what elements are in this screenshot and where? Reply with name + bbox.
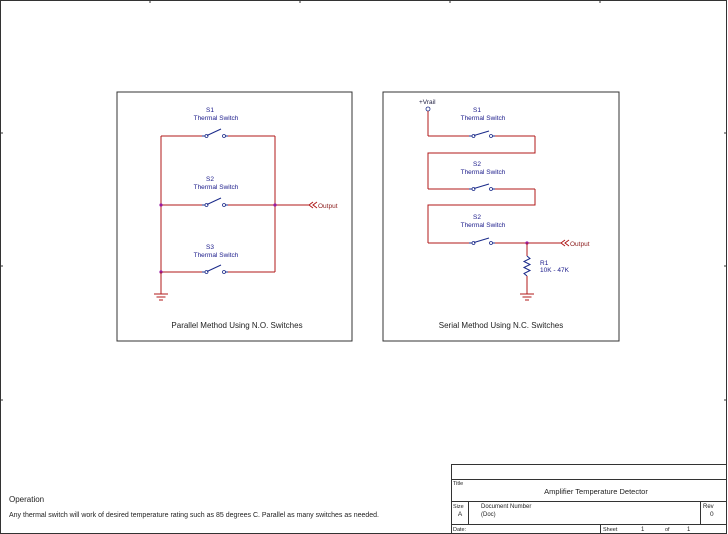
- rev-value: 0: [710, 511, 714, 518]
- switch-name: Thermal Switch: [461, 115, 506, 122]
- rev-label: Rev: [703, 504, 714, 510]
- switch-name: Thermal Switch: [461, 222, 506, 229]
- switch-ref: S1: [206, 107, 214, 114]
- serial-frame: [382, 91, 620, 342]
- switch-ref: S3: [206, 244, 214, 251]
- switch-name: Thermal Switch: [461, 169, 506, 176]
- output-label: Output: [570, 241, 590, 248]
- switch-s3: [202, 264, 228, 274]
- title-block: Title Amplifier Temperature Detector Siz…: [451, 464, 727, 534]
- output-port-icon: [308, 201, 318, 209]
- title-value: Amplifier Temperature Detector: [544, 487, 648, 496]
- switch-s1: [469, 130, 495, 138]
- parallel-frame: [116, 91, 353, 342]
- switch-s2: [469, 183, 495, 191]
- serial-diagram: +Vrail S1 Thermal Switch S2 Thermal Swit…: [382, 91, 620, 342]
- output-port-icon: [560, 239, 570, 247]
- wire: [427, 136, 536, 189]
- wire: [427, 189, 536, 243]
- switch-ref: S2: [206, 176, 214, 183]
- resistor-value: 10K - 47K: [540, 267, 570, 274]
- docnum-value: (Doc): [481, 512, 496, 518]
- switch-s1: [202, 128, 228, 138]
- docnum-label: Document Number: [481, 504, 531, 510]
- switch-ref: S2: [473, 161, 481, 168]
- switch-name: Thermal Switch: [194, 184, 239, 191]
- title-label: Title: [453, 481, 463, 487]
- date-label: Date:: [453, 527, 467, 533]
- sheet-value: 1: [641, 527, 645, 533]
- parallel-caption: Parallel Method Using N.O. Switches: [171, 321, 302, 330]
- rail-connector-icon: [425, 106, 431, 112]
- title-block-frame: [451, 464, 727, 534]
- switch-ref: S1: [473, 107, 481, 114]
- ground-icon: [154, 272, 168, 301]
- of-label: of: [665, 527, 670, 533]
- resistor-ref: R1: [540, 260, 549, 267]
- switch-name: Thermal Switch: [194, 252, 239, 259]
- rail-label: +Vrail: [419, 99, 436, 106]
- size-value: A: [458, 511, 463, 518]
- switch-name: Thermal Switch: [194, 115, 239, 122]
- ground-icon: [520, 293, 534, 301]
- junction-dot: [159, 203, 163, 207]
- resistor-r1: [522, 255, 532, 277]
- size-label: Size: [453, 504, 464, 510]
- switch-ref: S2: [473, 214, 481, 221]
- parallel-diagram: S1 Thermal Switch S2 Thermal Switch Outp…: [116, 91, 353, 342]
- output-label: Output: [318, 203, 338, 210]
- notes-text: Any thermal switch will work of desired …: [9, 512, 379, 519]
- switch-s2: [202, 197, 228, 207]
- notes-heading: Operation: [9, 495, 44, 504]
- sheet-label: Sheet: [603, 527, 618, 533]
- switch-s3: [469, 237, 495, 245]
- junction-dot: [273, 203, 277, 207]
- total-value: 1: [687, 527, 691, 533]
- serial-caption: Serial Method Using N.C. Switches: [439, 321, 564, 330]
